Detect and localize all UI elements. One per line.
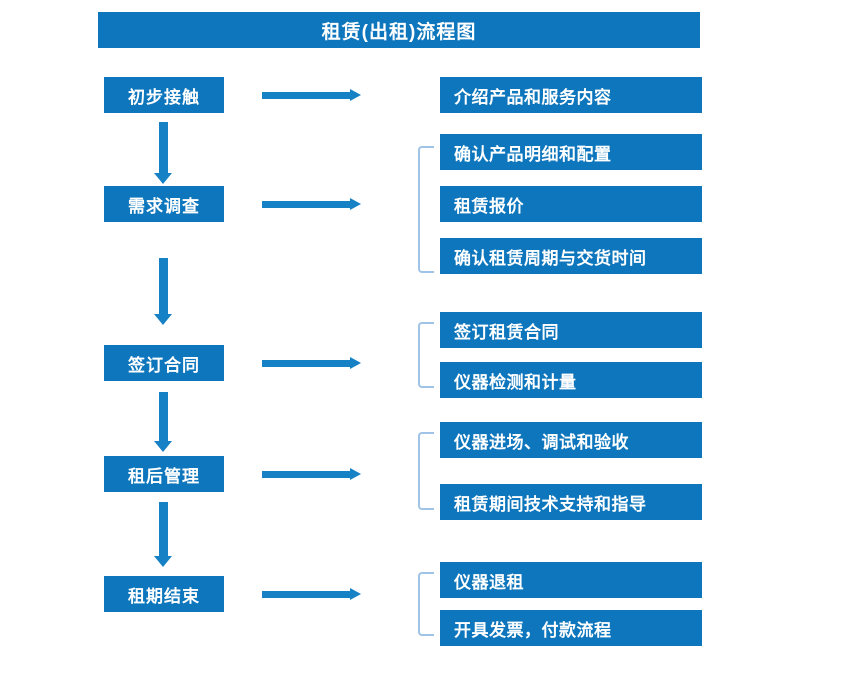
arrow-shaft — [262, 471, 350, 478]
horizontal-arrow-4 — [262, 468, 361, 480]
stage-box-4[interactable]: 租后管理 — [104, 456, 224, 492]
vertical-arrow-4 — [154, 502, 172, 567]
detail-box-5-2[interactable]: 开具发票，付款流程 — [440, 610, 702, 646]
arrow-shaft — [262, 201, 350, 208]
arrow-head — [350, 198, 361, 210]
vertical-arrow-3 — [154, 392, 172, 452]
arrow-head — [154, 314, 172, 325]
horizontal-arrow-5 — [262, 588, 361, 600]
arrow-head — [350, 89, 361, 101]
arrow-shaft — [262, 92, 350, 99]
horizontal-arrow-2 — [262, 198, 361, 210]
stage-box-3[interactable]: 签订合同 — [104, 345, 224, 381]
vertical-arrow-1 — [154, 122, 172, 184]
arrow-head — [350, 468, 361, 480]
arrow-head — [350, 588, 361, 600]
detail-box-2-2[interactable]: 租赁报价 — [440, 186, 702, 222]
arrow-shaft — [159, 258, 168, 314]
detail-box-5-1[interactable]: 仪器退租 — [440, 562, 702, 598]
horizontal-arrow-3 — [262, 357, 361, 369]
arrow-head — [154, 441, 172, 452]
stage-box-5[interactable]: 租期结束 — [104, 576, 224, 612]
group-bracket-2 — [418, 146, 434, 273]
group-bracket-4 — [418, 432, 434, 510]
detail-box-3-1[interactable]: 签订租赁合同 — [440, 312, 702, 348]
arrow-shaft — [159, 392, 168, 441]
diagram-title: 租赁(出租)流程图 — [98, 12, 700, 48]
vertical-arrow-2 — [154, 258, 172, 325]
stage-box-2[interactable]: 需求调查 — [104, 186, 224, 222]
horizontal-arrow-1 — [262, 89, 361, 101]
detail-box-4-2[interactable]: 租赁期间技术支持和指导 — [440, 484, 702, 520]
detail-box-1-1[interactable]: 介绍产品和服务内容 — [440, 77, 702, 113]
arrow-head — [154, 173, 172, 184]
detail-box-2-3[interactable]: 确认租赁周期与交货时间 — [440, 238, 702, 274]
stage-box-1[interactable]: 初步接触 — [104, 77, 224, 113]
arrow-head — [154, 556, 172, 567]
arrow-shaft — [262, 360, 350, 367]
detail-box-3-2[interactable]: 仪器检测和计量 — [440, 362, 702, 398]
group-bracket-3 — [418, 322, 434, 388]
detail-box-2-1[interactable]: 确认产品明细和配置 — [440, 134, 702, 170]
arrow-head — [350, 357, 361, 369]
arrow-shaft — [159, 122, 168, 173]
detail-box-4-1[interactable]: 仪器进场、调试和验收 — [440, 422, 702, 458]
arrow-shaft — [159, 502, 168, 556]
arrow-shaft — [262, 591, 350, 598]
group-bracket-5 — [418, 572, 434, 636]
